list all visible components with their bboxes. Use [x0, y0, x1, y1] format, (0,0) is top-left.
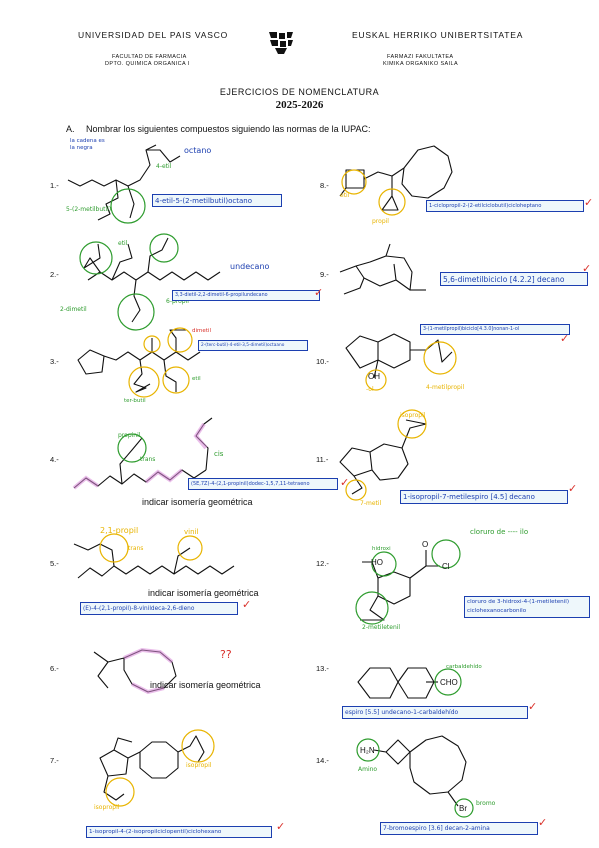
substituent-label: isopropil — [400, 412, 426, 419]
exercise-number: 14.- — [316, 756, 329, 765]
exercise-number: 1.- — [50, 181, 59, 190]
substituent-label: propil — [372, 218, 389, 225]
substituent-label: 2-metiletenil — [362, 624, 401, 631]
substituent-label: 2,1-propil — [100, 526, 139, 535]
note-label: cloruro de ---- ilo — [470, 528, 529, 536]
parent-chain-label: undecano — [230, 262, 270, 271]
substituent-label: Amino — [358, 766, 378, 773]
answer-box: 7-bromoespiro [3.6] decan-2-amina — [380, 822, 538, 835]
check-mark-icon: ✓ — [582, 262, 592, 275]
substituent-label: etil — [340, 192, 350, 199]
university-name-es: UNIVERSIDAD DEL PAIS VASCO — [78, 30, 229, 40]
answer-box: 1-isopropil-7-metilespiro [4.5] decano — [400, 490, 568, 504]
answer-line: ciclohexanocarbonilo — [467, 608, 527, 614]
answer-box: 1-isopropil-4-(2-isopropilciclopentil)ci… — [86, 826, 272, 838]
substituent-label: 2-dimetil — [60, 306, 87, 313]
answer-box: cloruro de 3-hidroxi-4-(1-metiletenil) c… — [464, 596, 590, 618]
check-mark-icon: ✓ — [538, 816, 548, 829]
answer-box: (E)-4-(2,1-propil)-8-vinildeca-2,6-dieno — [80, 602, 238, 615]
department-eu: KIMIKA ORGANIKO SAILA — [383, 61, 459, 67]
geometric-isomerism-prompt: indicar isomería geométrica — [142, 497, 253, 507]
faculty-eu: FARMAZI FAKULTATEA — [387, 54, 454, 60]
substituent-label: 4-metilpropil — [426, 384, 465, 391]
chain-note: la cadena es la negra — [70, 138, 105, 151]
exercise-number: 7.- — [50, 756, 59, 765]
substituent-label: 4-etil — [156, 163, 172, 170]
check-mark-icon: ✓ — [568, 482, 578, 495]
academic-year: 2025-2026 — [275, 99, 324, 111]
substituent-label: 7-metil — [360, 500, 382, 507]
answer-box: 2-(terc-butil)-4-etil-3,5-dimetil)octaan… — [198, 340, 308, 351]
bromine-label: Br — [459, 804, 467, 813]
geometric-isomerism-prompt: indicar isomería geométrica — [148, 588, 259, 598]
check-mark-icon: ✓ — [528, 700, 538, 713]
answer-box: 5,6-dimetilbiciclo [4.2.2] decano — [440, 272, 588, 286]
answer-box: 4-etil-5-(2-metilbutil)octano — [152, 194, 282, 207]
exercise-number: 5.- — [50, 559, 59, 568]
stereo-label: cis — [214, 450, 224, 458]
substituent-label: bromo — [476, 800, 496, 807]
amine-label: H₂N — [360, 746, 375, 755]
check-mark-icon: ✓ — [314, 286, 324, 299]
substituent-label: 6-propil — [166, 298, 189, 305]
check-mark-icon: ✓ — [560, 332, 570, 345]
answer-box: 1-ciclopropil-2-(2-etilciclobutil)cicloh… — [426, 200, 584, 212]
substituent-label: vinil — [184, 528, 199, 536]
exercise-number: 4.- — [50, 455, 59, 464]
faculty-es: FACULTAD DE FARMACIA — [112, 54, 187, 60]
answer-line: cloruro de 3-hidroxi-4-(1-metiletenil) — [467, 599, 570, 605]
section-instruction: Nombrar los siguientes compuestos siguie… — [86, 124, 371, 134]
exercise-number: 13.- — [316, 664, 329, 673]
department-es: DPTO. QUIMICA ORGANICA I — [105, 61, 190, 67]
substituent-label: dimetil — [192, 328, 211, 334]
parent-chain-label: octano — [184, 146, 212, 155]
exercise-number: 12.- — [316, 559, 329, 568]
exercise-number: 6.- — [50, 664, 59, 673]
substituent-label: isopropil — [186, 762, 212, 769]
answer-box: espiro [5.5] undecano-1-carbaldehído — [342, 706, 528, 719]
exercise-number: 2.- — [50, 270, 59, 279]
exercise-number: 11.- — [316, 455, 329, 464]
question-marks: ?? — [220, 648, 232, 661]
substituent-label: -ol — [366, 386, 374, 393]
geometric-isomerism-prompt: indicar isomería geométrica — [150, 680, 261, 690]
substituent-label: 5-(2-metilbutil) — [66, 206, 112, 213]
check-mark-icon: ✓ — [276, 820, 286, 833]
answer-box: 3-(1-metilpropil)biciclo[4.3.0]nonan-1-o… — [420, 324, 570, 335]
hydroxyl-label: HO — [371, 558, 383, 567]
stereo-label: trans — [128, 545, 144, 552]
oxygen-label: O — [422, 540, 429, 549]
page-title: EJERCICIOS DE NOMENCLATURA — [219, 87, 380, 97]
substituent-label: carbaldehído — [446, 664, 482, 670]
section-letter: A. — [66, 124, 75, 134]
university-logo — [266, 30, 296, 56]
chlorine-label: Cl — [442, 562, 450, 571]
answer-box: (5E,7Z)-4-(2,1-propinil)dodec-1,5,7,11-t… — [188, 478, 338, 490]
hydroxyl-label: OH — [368, 372, 380, 381]
substituent-label: isopropil — [94, 804, 120, 811]
exercise-number: 10.- — [316, 357, 329, 366]
exercise-number: 3.- — [50, 357, 59, 366]
check-mark-icon: ✓ — [340, 476, 350, 489]
exercise-number: 9.- — [320, 270, 329, 279]
check-mark-icon: ✓ — [242, 598, 252, 611]
substituent-label: propinil — [118, 432, 141, 439]
stereo-label: trans — [140, 456, 156, 463]
aldehyde-label: CHO — [440, 678, 458, 687]
check-mark-icon: ✓ — [584, 196, 594, 209]
answer-box: 3,3-dietil-2,2-dimetil-6-propilundecano — [172, 290, 320, 301]
substituent-label: hidroxi — [372, 546, 391, 552]
substituent-label: ter-butil — [124, 398, 146, 404]
substituent-label: etil — [192, 376, 201, 382]
university-name-eu: EUSKAL HERRIKO UNIBERTSITATEA — [352, 30, 524, 40]
exercise-number: 8.- — [320, 181, 329, 190]
substituent-label: etil — [118, 240, 128, 247]
